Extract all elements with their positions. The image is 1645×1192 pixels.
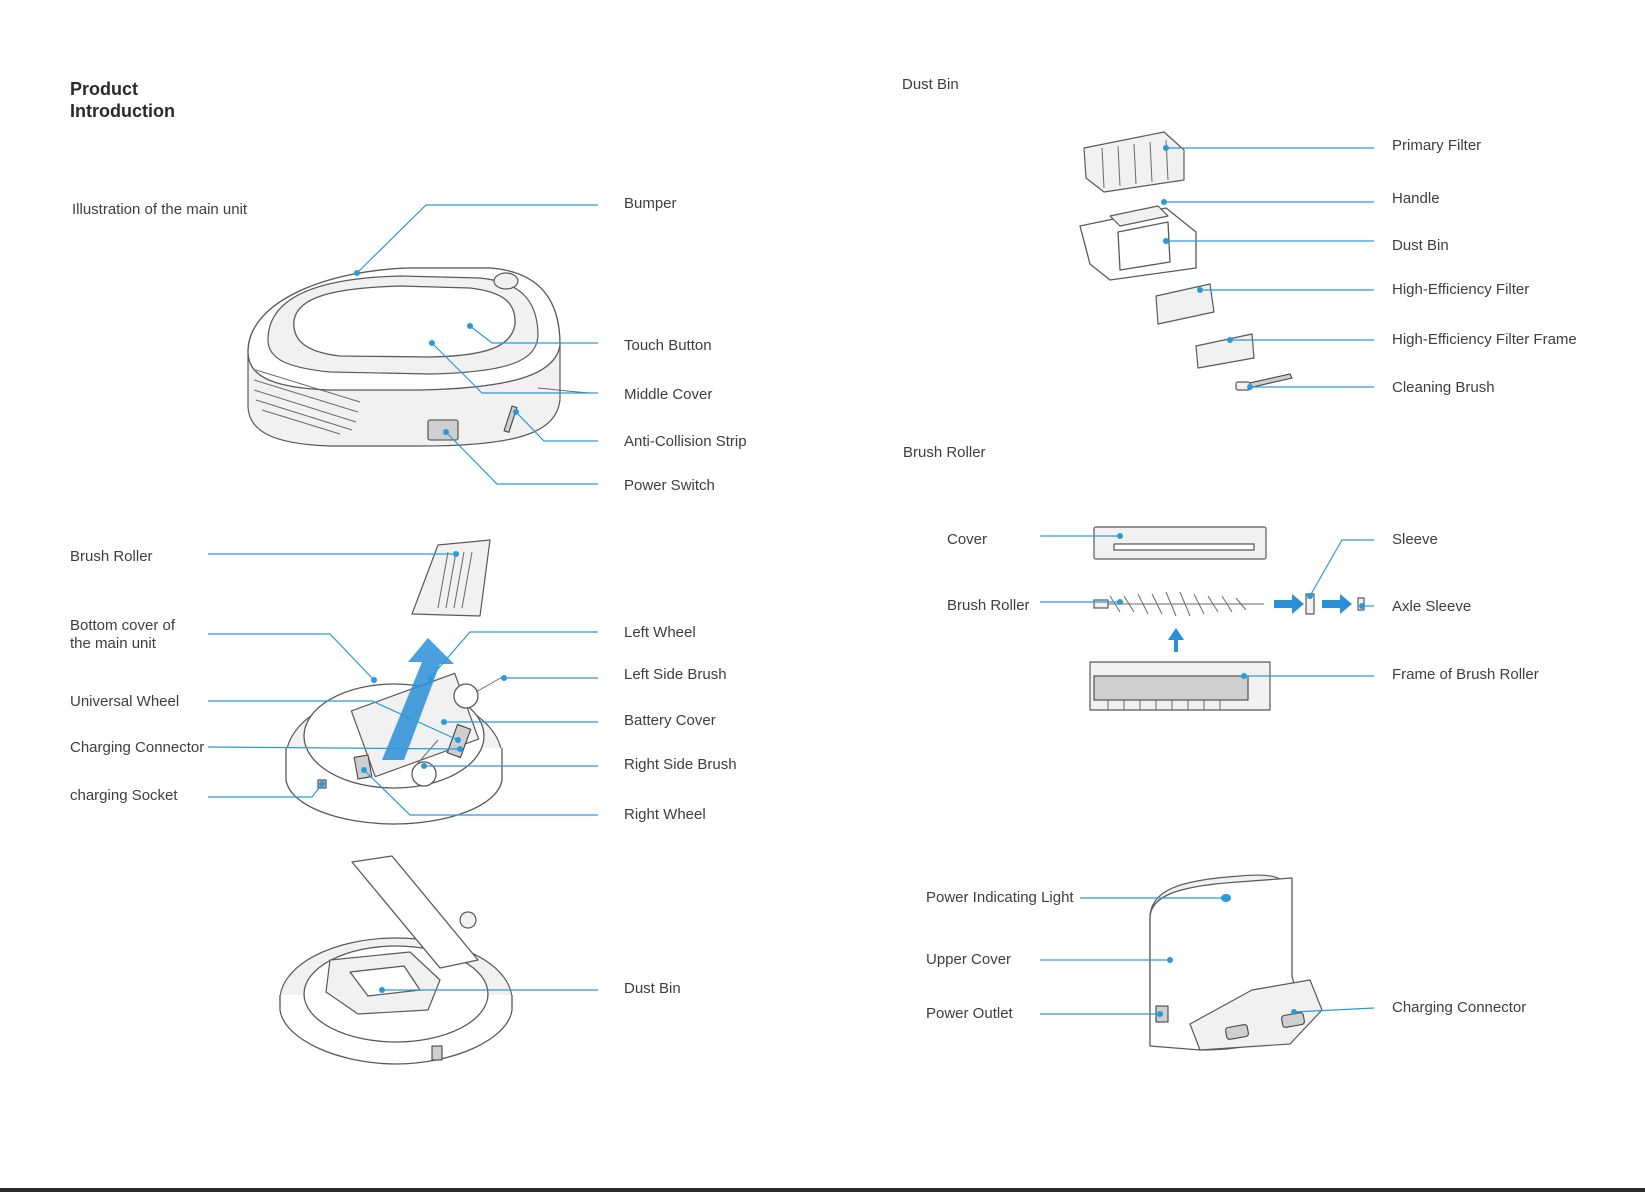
label-power-indicating-light: Power Indicating Light bbox=[926, 889, 1074, 906]
main-unit-top-view-illustration bbox=[247, 267, 591, 447]
page-title: Product Introduction bbox=[70, 78, 175, 122]
label-handle: Handle bbox=[1392, 190, 1440, 207]
label-universal-wheel: Universal Wheel bbox=[70, 693, 180, 710]
label-charging-connector-unit: Charging Connector bbox=[70, 739, 205, 756]
bottom-rule bbox=[0, 1188, 1645, 1192]
roller-insert-arrow bbox=[1168, 628, 1184, 652]
label-bumper: Bumper bbox=[624, 195, 677, 212]
dust-bin-exploded-illustration bbox=[1079, 131, 1293, 391]
label-high-efficiency-filter: High-Efficiency Filter bbox=[1392, 281, 1530, 298]
main-unit-open-view-leaders bbox=[379, 987, 598, 993]
label-bottom-cover: Bottom cover of the main unit bbox=[70, 617, 210, 653]
main-unit-open-view-illustration bbox=[279, 855, 513, 1065]
main-unit-caption: Illustration of the main unit bbox=[72, 201, 248, 218]
label-bottom-cover-line2: the main unit bbox=[70, 635, 156, 652]
label-left-wheel: Left Wheel bbox=[624, 624, 696, 641]
brush-roller-bristles bbox=[1096, 591, 1264, 617]
page-title-line1: Product bbox=[70, 79, 139, 99]
label-touch-button: Touch Button bbox=[624, 337, 712, 354]
label-middle-cover: Middle Cover bbox=[624, 386, 713, 403]
label-sleeve: Sleeve bbox=[1392, 531, 1438, 548]
sleeve-arrow bbox=[1274, 594, 1304, 614]
brush-roller-exploded-leaders bbox=[1040, 533, 1374, 679]
label-primary-filter: Primary Filter bbox=[1392, 137, 1482, 154]
label-anti-collision-strip: Anti-Collision Strip bbox=[624, 433, 747, 450]
label-power-switch: Power Switch bbox=[624, 477, 715, 494]
label-brush-roller-part: Brush Roller bbox=[947, 597, 1030, 614]
label-upper-cover: Upper Cover bbox=[926, 951, 1012, 968]
label-dust-bin: Dust Bin bbox=[1392, 237, 1449, 254]
axle-sleeve-arrow bbox=[1322, 594, 1352, 614]
label-left-side-brush: Left Side Brush bbox=[624, 666, 727, 683]
label-charging-connector-dock: Charging Connector bbox=[1392, 999, 1527, 1016]
main-unit-bottom-view-leaders bbox=[207, 551, 598, 816]
charging-dock-leaders bbox=[1040, 895, 1375, 1017]
label-power-outlet: Power Outlet bbox=[926, 1005, 1013, 1022]
charging-dock-illustration bbox=[1149, 874, 1323, 1051]
label-brush-roller: Brush Roller bbox=[70, 548, 153, 565]
label-right-side-brush: Right Side Brush bbox=[624, 756, 737, 773]
label-bottom-cover-line1: Bottom cover of bbox=[70, 617, 176, 634]
label-axle-sleeve: Axle Sleeve bbox=[1392, 598, 1472, 615]
label-cleaning-brush: Cleaning Brush bbox=[1392, 379, 1495, 396]
dust-bin-heading: Dust Bin bbox=[902, 76, 959, 93]
main-unit-top-view-leaders bbox=[354, 204, 598, 485]
brush-roller-heading: Brush Roller bbox=[903, 444, 986, 461]
brush-roller-exploded-illustration bbox=[1089, 526, 1365, 711]
label-high-efficiency-filter-frame: High-Efficiency Filter Frame bbox=[1392, 331, 1577, 348]
label-charging-socket: charging Socket bbox=[70, 787, 178, 804]
label-cover: Cover bbox=[947, 531, 988, 548]
label-right-wheel: Right Wheel bbox=[624, 806, 706, 823]
main-unit-bottom-view-illustration bbox=[285, 539, 505, 825]
brush-roller-removal-arrow bbox=[382, 638, 454, 760]
dust-bin-exploded-leaders bbox=[1161, 145, 1374, 390]
label-frame-of-brush-roller: Frame of Brush Roller bbox=[1392, 666, 1539, 683]
label-dust-bin-unit: Dust Bin bbox=[624, 980, 681, 997]
label-battery-cover: Battery Cover bbox=[624, 712, 716, 729]
page-title-line2: Introduction bbox=[70, 101, 175, 121]
